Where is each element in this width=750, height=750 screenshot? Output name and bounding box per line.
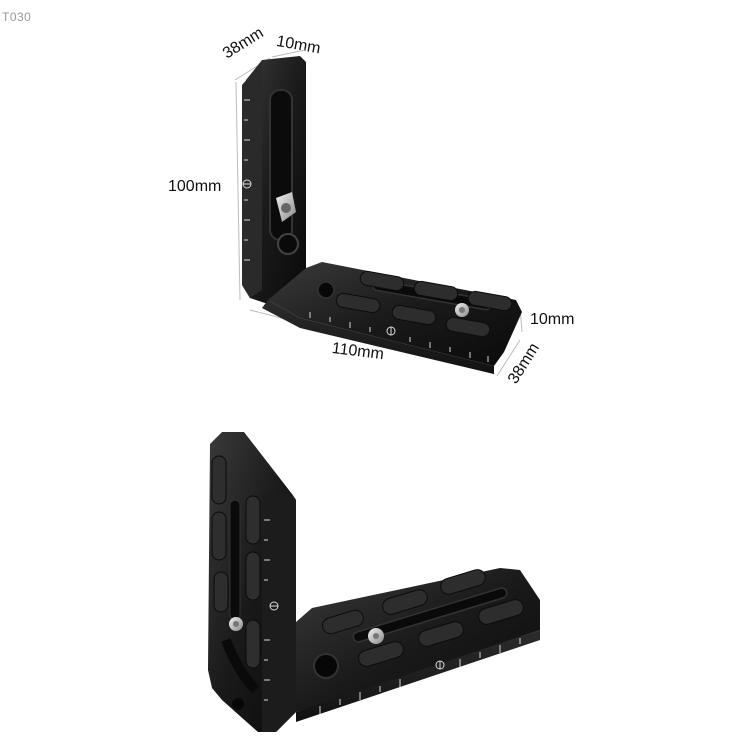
grip-pads bbox=[335, 270, 513, 338]
base-grip-pads bbox=[322, 569, 524, 667]
base-screw-front bbox=[368, 628, 384, 644]
product-code: T030 bbox=[2, 10, 32, 24]
base-slot-front bbox=[352, 587, 508, 643]
base-screw bbox=[455, 303, 469, 317]
top-bracket bbox=[234, 49, 523, 377]
vertical-screw bbox=[229, 617, 243, 631]
thumb-screw bbox=[276, 192, 296, 222]
bottom-bracket bbox=[208, 432, 540, 732]
base-edge-scale bbox=[319, 638, 521, 714]
side-scale bbox=[264, 519, 279, 701]
vertical-scale bbox=[242, 99, 252, 261]
mount-hole bbox=[277, 233, 299, 255]
dim-base-thickness: 10mm bbox=[530, 311, 575, 328]
dim-height: 100mm bbox=[168, 178, 222, 195]
vertical-grip-pads bbox=[211, 455, 261, 669]
base-scale bbox=[309, 312, 489, 362]
